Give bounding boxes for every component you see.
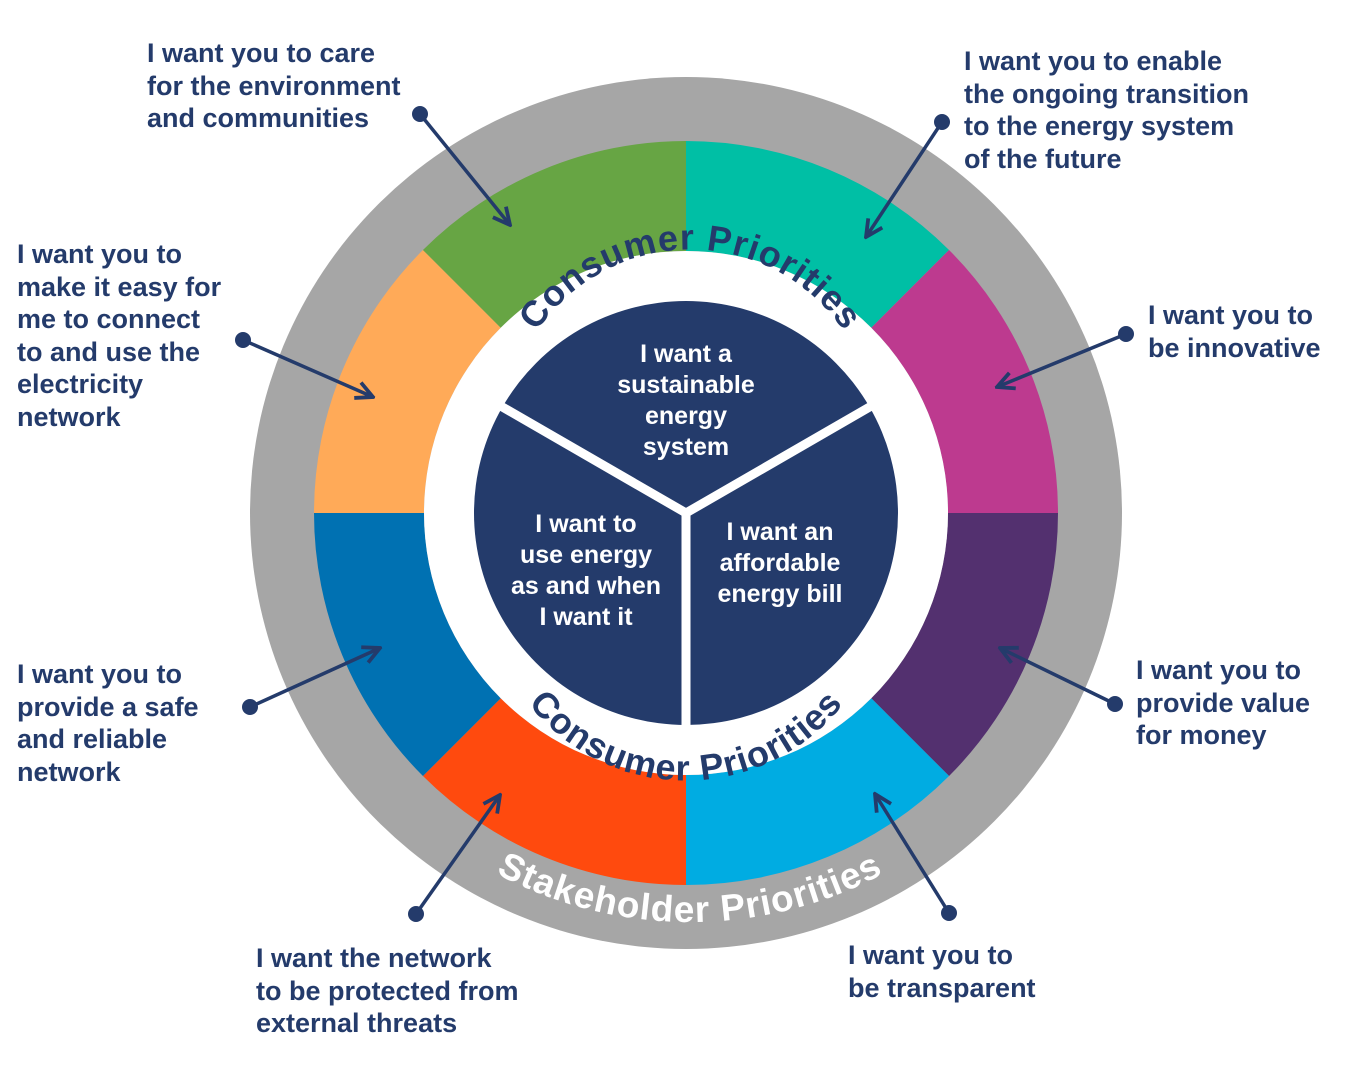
connector-dot xyxy=(1118,326,1134,342)
callout-safe-reliable: I want you to provide a safe and reliabl… xyxy=(17,659,199,787)
segment-energy-transition xyxy=(686,141,950,328)
callout-value-for-money: I want you to provide value for money xyxy=(1136,655,1311,750)
segment-transparent xyxy=(686,698,950,885)
connector-safe-reliable xyxy=(242,648,380,715)
connector-dot xyxy=(242,699,258,715)
callout-transparent: I want you to be transparent xyxy=(848,940,1036,1003)
segment-easy-connect xyxy=(314,249,501,513)
connector-transparent xyxy=(875,794,957,921)
connector-arrow xyxy=(875,794,951,914)
connector-innovative xyxy=(997,326,1134,387)
segment-value-for-money xyxy=(871,513,1058,777)
callout-environment: I want you to care for the environment a… xyxy=(147,38,401,133)
segment-innovative xyxy=(871,249,1058,513)
connector-arrow xyxy=(1000,648,1116,706)
segment-environment xyxy=(422,141,686,328)
segment-safe-reliable xyxy=(314,513,501,777)
connector-dot xyxy=(1107,696,1123,712)
core-divider xyxy=(683,402,874,517)
connector-arrow xyxy=(414,795,500,916)
callout-easy-connect: I want you to make it easy for me to con… xyxy=(17,239,222,432)
connector-arrow xyxy=(242,338,373,397)
connector-dot xyxy=(235,332,251,348)
connector-dot xyxy=(934,114,950,130)
connector-arrow xyxy=(997,332,1127,387)
callout-protected-network: I want the network to be protected from … xyxy=(256,943,519,1038)
connector-value-for-money xyxy=(1000,648,1123,712)
segment-protected-network xyxy=(422,698,686,885)
connector-dot xyxy=(941,905,957,921)
callout-energy-transition: I want you to enable the ongoing transit… xyxy=(964,46,1249,174)
connector-energy-transition xyxy=(866,114,950,237)
callout-innovative: I want you to be innovative xyxy=(1148,300,1321,363)
core-divider xyxy=(498,402,689,517)
connector-arrow xyxy=(249,648,380,709)
connector-dot xyxy=(412,106,428,122)
connector-protected-network xyxy=(408,795,500,922)
connector-environment xyxy=(412,106,510,225)
connector-arrow xyxy=(866,121,944,237)
connector-dot xyxy=(408,906,424,922)
connector-arrow xyxy=(418,112,510,225)
connector-easy-connect xyxy=(235,332,373,397)
